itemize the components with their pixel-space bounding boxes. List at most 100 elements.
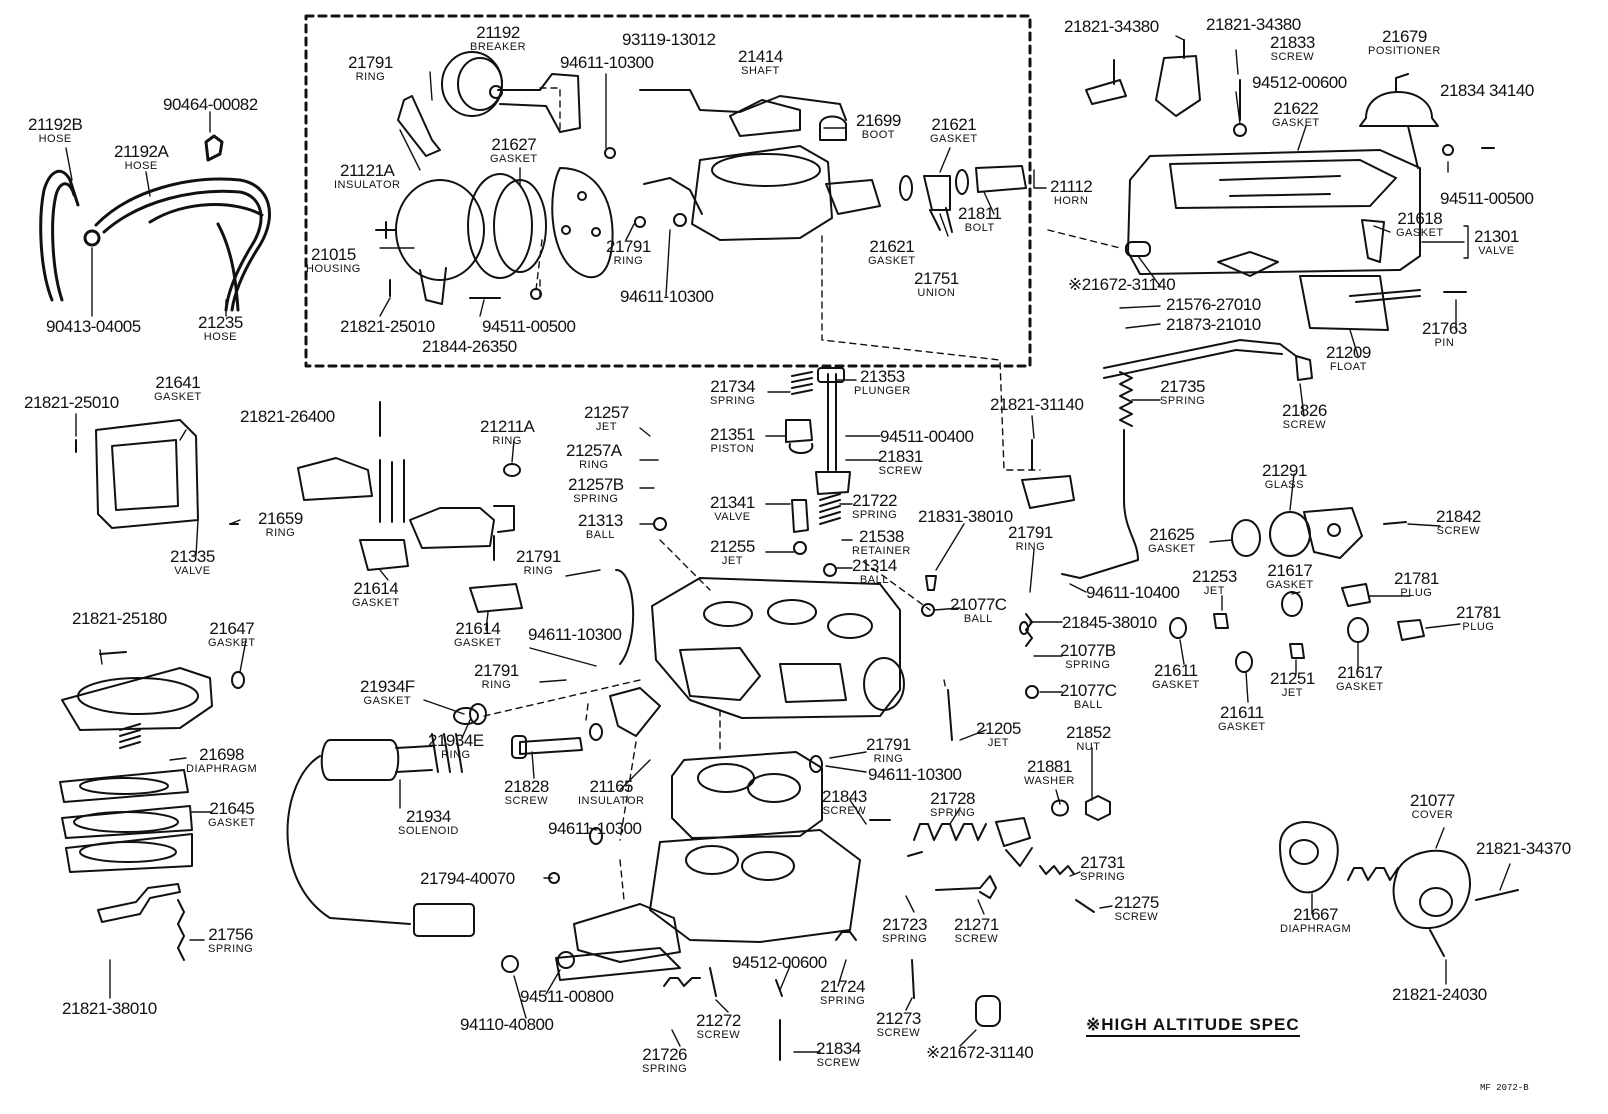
right-small-parts (1169, 507, 1425, 673)
housing-assembly (375, 167, 614, 305)
callout-label: 94611-10300 (560, 53, 654, 72)
callout-label: 21831-38010 (918, 507, 1013, 526)
drawing-code: MF 2072-B (1480, 1083, 1529, 1093)
link-rod (1061, 339, 1313, 579)
air-horn-group-boundary (304, 14, 1032, 368)
diaphragm-stack (59, 667, 213, 961)
callout-label: 94611-10300 (548, 819, 642, 838)
breaker-assembly (397, 51, 581, 157)
callout-label: 94511-00500 (482, 317, 576, 336)
callout-label: 21576-27010 (1166, 295, 1261, 314)
solenoid (286, 707, 479, 937)
callout-label: 94511-00500 (1440, 189, 1534, 208)
callout-label: ※21672-31140 (926, 1043, 1034, 1062)
callout-label: 21821-34380 (1206, 15, 1301, 34)
callout-label: 21821-34380 (1064, 17, 1159, 36)
callout-label: 94611-10300 (620, 287, 714, 306)
callout-label: 93119-13012 (622, 30, 716, 49)
callout-label: 94512-00600 (1252, 73, 1347, 92)
callout-label: 21821-24030 (1392, 985, 1487, 1004)
choke-pulloff (1279, 821, 1519, 957)
callout-label: 21821-34370 (1476, 839, 1571, 858)
callout-label: 94611-10400 (1086, 583, 1180, 602)
callout-label: 90413-04005 (46, 317, 141, 336)
pump-stack (785, 367, 851, 555)
callout-label: 90464-00082 (163, 95, 258, 114)
leader-lines (65, 35, 1511, 1053)
callout-label: 94512-00600 (732, 953, 827, 972)
callout-label: 21845-38010 (1062, 613, 1157, 632)
callout-label: 21821-38010 (62, 999, 157, 1018)
callout-label: 94611-10300 (528, 625, 622, 644)
carburetor-body (651, 577, 905, 719)
callout-label: 94110-40800 (460, 1015, 554, 1034)
left-components (95, 419, 523, 613)
callout-label: 21821-31140 (990, 395, 1084, 414)
callout-label: 21834 34140 (1440, 81, 1534, 100)
air-horn (639, 89, 1027, 241)
